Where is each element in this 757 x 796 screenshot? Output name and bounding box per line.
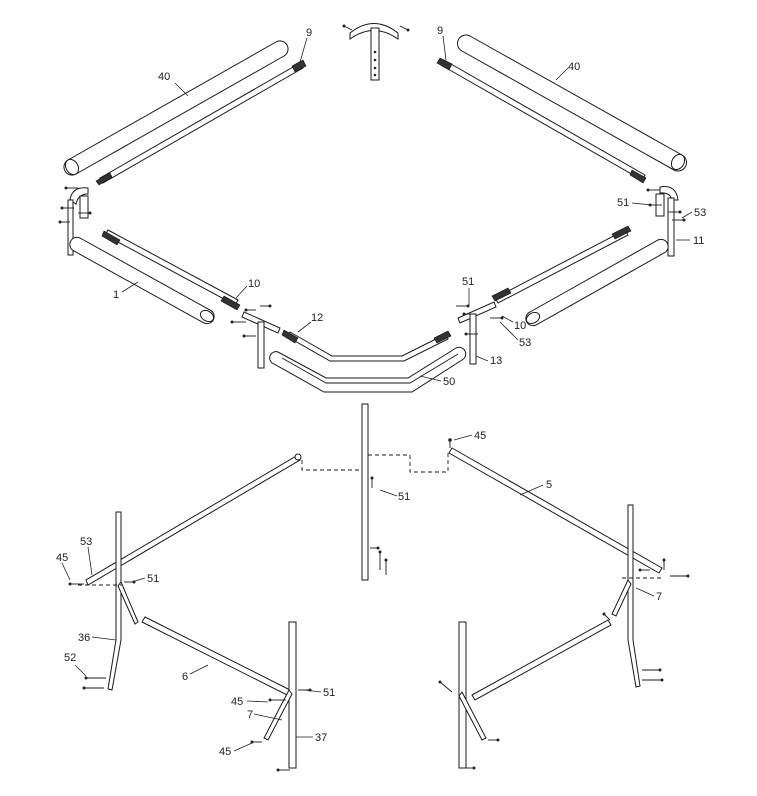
foam-pad-1 bbox=[69, 236, 215, 325]
callout-7-right: 7 bbox=[656, 591, 662, 603]
callout-45-left: 45 bbox=[56, 552, 68, 564]
foam-pad-50 bbox=[269, 346, 467, 393]
leg-bottom-right bbox=[438, 612, 612, 770]
callout-37: 37 bbox=[315, 732, 327, 744]
rail-5 bbox=[448, 438, 663, 574]
callout-45-top: 45 bbox=[474, 430, 486, 442]
callout-51-bottom: 51 bbox=[323, 687, 335, 699]
callout-6: 6 bbox=[182, 671, 188, 683]
callout-50: 50 bbox=[443, 376, 455, 388]
callout-13: 13 bbox=[490, 355, 502, 367]
t-connector-13 bbox=[456, 301, 504, 365]
callout-45-bottom2: 45 bbox=[219, 746, 231, 758]
foam-pad-right bbox=[525, 238, 669, 327]
top-rail-10-left bbox=[101, 229, 241, 311]
callout-12: 12 bbox=[311, 312, 323, 324]
callout-53-low: 53 bbox=[80, 536, 92, 548]
rail-6 bbox=[141, 616, 297, 699]
top-rail-9-left bbox=[95, 59, 307, 186]
callout-51-left: 51 bbox=[147, 573, 159, 585]
callout-45-bottom1: 45 bbox=[231, 696, 243, 708]
foam-pad-40-left bbox=[63, 40, 289, 176]
top-rail-10-right bbox=[491, 225, 632, 304]
dash-connection-center bbox=[301, 452, 449, 473]
leg-right bbox=[611, 504, 690, 688]
callout-11: 11 bbox=[693, 235, 704, 247]
callout-52: 52 bbox=[64, 652, 76, 664]
callout-labels: 9 9 40 40 51 53 11 1 10 12 51 10 53 13 5… bbox=[56, 25, 706, 758]
center-pole bbox=[361, 403, 388, 581]
callout-51-right-top: 51 bbox=[617, 197, 629, 209]
top-center-connector bbox=[342, 23, 410, 81]
callout-51-mid: 51 bbox=[398, 491, 410, 503]
t-connector-left bbox=[230, 304, 281, 369]
leg-36 bbox=[68, 511, 139, 691]
callout-7-bottom: 7 bbox=[247, 709, 253, 721]
callout-9-left: 9 bbox=[306, 27, 312, 39]
top-rail-9-right bbox=[436, 57, 647, 184]
callout-51-center: 51 bbox=[462, 276, 474, 288]
callout-53-center: 53 bbox=[519, 337, 531, 349]
center-rail-12 bbox=[281, 329, 452, 362]
callout-40-right: 40 bbox=[568, 61, 580, 73]
callout-36: 36 bbox=[78, 632, 90, 644]
callout-10-left: 10 bbox=[248, 278, 260, 290]
callout-5: 5 bbox=[546, 479, 552, 491]
callout-40-left: 40 bbox=[158, 71, 170, 83]
callout-53-right-top: 53 bbox=[694, 207, 706, 219]
leg-37 bbox=[250, 621, 312, 772]
callout-1: 1 bbox=[113, 289, 119, 301]
foam-pad-40-right bbox=[457, 34, 687, 172]
leader-lines bbox=[61, 35, 693, 752]
callout-10-right: 10 bbox=[514, 320, 526, 332]
callout-9-right: 9 bbox=[437, 25, 443, 37]
corner-connector-left bbox=[58, 186, 92, 256]
